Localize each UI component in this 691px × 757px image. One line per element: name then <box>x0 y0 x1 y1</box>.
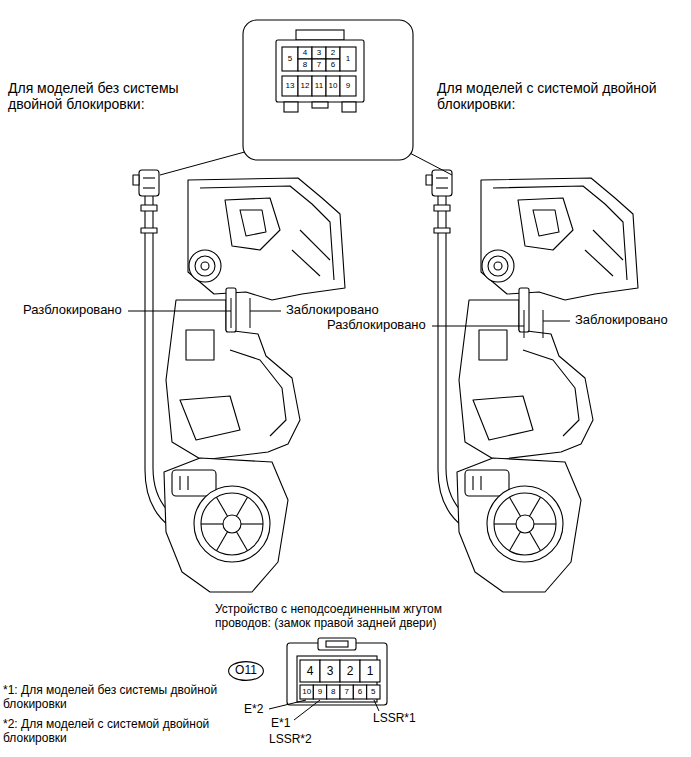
pin-leader-lines <box>269 700 306 709</box>
pin-number: 1 <box>346 55 350 63</box>
pin-number: 9 <box>318 688 322 696</box>
pin-number: 2 <box>347 665 354 677</box>
position-label: Разблокировано <box>326 318 427 333</box>
pin-number: 13 <box>286 82 295 90</box>
inset-connector <box>298 47 312 59</box>
signal-name: E*1 <box>270 717 291 731</box>
inset-connector <box>243 20 413 160</box>
model-heading: Для моделей с системой двойной блокировк… <box>437 80 662 112</box>
pin-number: 7 <box>317 61 321 69</box>
o11-connector <box>367 685 380 699</box>
pin-number: 8 <box>331 688 335 696</box>
inset-connector <box>243 20 413 160</box>
inset-connector <box>298 76 312 96</box>
inset-connector <box>282 47 298 71</box>
pin-number: 4 <box>303 49 307 57</box>
pin-number: 3 <box>317 49 321 57</box>
footnote: *1: Для моделей без системы двойной блок… <box>3 684 243 712</box>
inset-connector <box>340 76 356 96</box>
inset-connector <box>342 102 356 112</box>
position-indicators <box>543 310 544 338</box>
pin-number: 9 <box>346 82 350 90</box>
position-indicators <box>543 321 570 322</box>
o11-connector <box>287 638 387 705</box>
o11-connector <box>340 660 360 682</box>
inset-connector <box>298 59 312 71</box>
lock-mechanism-right <box>426 170 638 592</box>
position-label: Разблокировано <box>22 303 123 318</box>
o11-connector <box>353 685 366 699</box>
o11-connector <box>318 638 356 650</box>
pin-number: 4 <box>307 665 314 677</box>
pin-leader-lines <box>294 700 320 720</box>
inset-connector <box>312 102 328 108</box>
inset-connector <box>284 102 298 112</box>
position-indicators <box>432 326 524 327</box>
inset-connector <box>296 30 344 40</box>
inset-connector <box>282 76 298 96</box>
pin-number: 6 <box>358 688 362 696</box>
inset-connector <box>326 76 340 96</box>
o11-connector <box>320 660 340 682</box>
inset-connector <box>326 47 340 59</box>
connector-id-ellipse: O11 <box>228 661 264 681</box>
pin-number: 2 <box>331 49 335 57</box>
pin-number: 5 <box>288 55 292 63</box>
o11-connector <box>360 660 380 682</box>
pin-number: 10 <box>329 82 338 90</box>
component-caption: Устройство с неподсоединенным жгутом про… <box>215 603 480 631</box>
position-indicators <box>250 298 251 328</box>
position-indicators <box>524 310 525 338</box>
pin-number: 6 <box>331 61 335 69</box>
pin-leader-lines <box>374 700 379 711</box>
inset-connector <box>276 40 364 102</box>
node-text: O11 <box>235 664 257 678</box>
o11-connector <box>340 685 353 699</box>
model-heading: Для моделей без системы двойной блокиров… <box>8 80 223 112</box>
pin-number: 12 <box>301 82 310 90</box>
position-indicators <box>128 298 570 338</box>
o11-connector <box>313 685 326 699</box>
o11-connector <box>300 685 313 699</box>
o11-connector <box>327 685 340 699</box>
pin-number: 11 <box>315 82 323 90</box>
signal-name: LSSR*2 <box>268 733 313 747</box>
o11-connector <box>326 641 348 647</box>
pin-number: 3 <box>327 665 334 677</box>
position-label: Заблокировано <box>285 303 380 318</box>
o11-connector <box>300 660 320 682</box>
ellipse-outline <box>229 662 264 681</box>
position-label: Заблокировано <box>574 313 669 328</box>
position-indicators <box>231 298 232 328</box>
inset-connector <box>312 59 326 71</box>
footnote: *2: Для моделей с системой двойной блоки… <box>3 718 243 746</box>
pin-number: 1 <box>367 665 374 677</box>
pin-number: 7 <box>344 688 348 696</box>
inset-leader-lines <box>160 150 252 175</box>
pin-number: 5 <box>371 688 375 696</box>
inset-connector <box>326 59 340 71</box>
inset-connector <box>312 47 326 59</box>
inset-connector <box>312 76 326 96</box>
o11-connector <box>287 643 387 705</box>
signal-name: E*2 <box>243 703 264 717</box>
signal-name: LSSR*1 <box>372 712 417 726</box>
lock-mechanism-left <box>133 170 345 592</box>
inset-connector <box>340 47 356 71</box>
pin-number: 8 <box>303 61 307 69</box>
pin-number: 10 <box>302 688 311 696</box>
position-indicators <box>128 311 231 312</box>
position-indicators <box>250 311 281 312</box>
